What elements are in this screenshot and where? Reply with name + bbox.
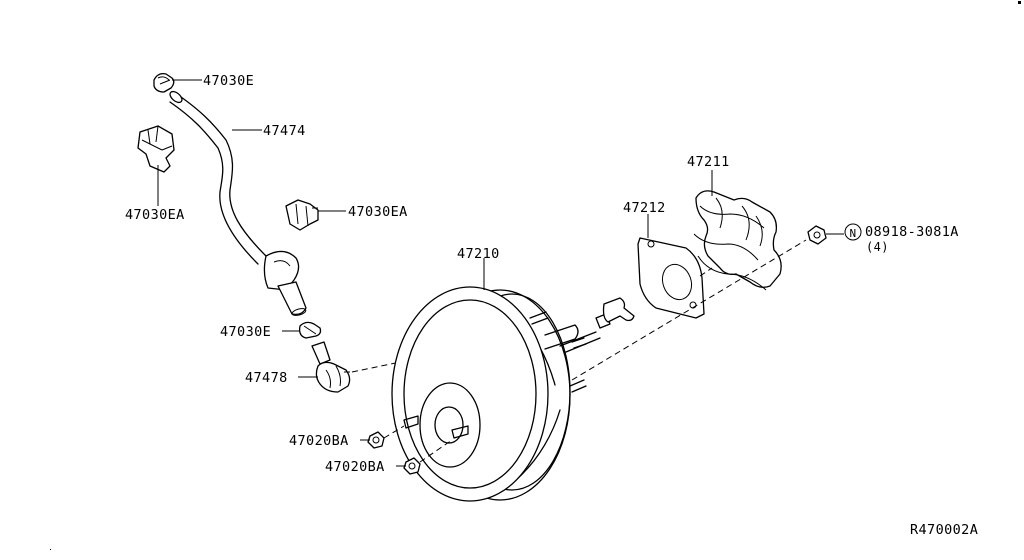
clamp-top-part[interactable] (153, 72, 175, 93)
check-valve-part[interactable] (311, 341, 351, 393)
label-nut-lower: 47020BA (325, 459, 385, 475)
dash-gasket-to-seal (699, 267, 713, 277)
brake-booster-part[interactable] (391, 286, 635, 502)
dash-nut-upper (383, 425, 405, 439)
label-check-valve: 47478 (245, 370, 288, 386)
vacuum-hose-part[interactable] (168, 89, 307, 316)
clip-left-part[interactable] (137, 125, 175, 173)
label-flange-nut-qty: (4) (866, 240, 889, 254)
label-clamp-top: 47030E (203, 73, 254, 89)
label-clip-left: 47030EA (125, 207, 185, 223)
label-seal: 47211 (687, 154, 730, 170)
label-booster: 47210 (457, 246, 500, 262)
n-symbol-letter: N (849, 227, 856, 240)
label-hose: 47474 (263, 123, 306, 139)
seal-part[interactable] (693, 190, 782, 291)
dash-nut-lower (419, 439, 453, 463)
clip-right-part[interactable] (285, 199, 319, 231)
label-gasket: 47212 (623, 200, 666, 216)
corner-mark (1018, 1, 1021, 4)
flange-nut-part[interactable] (807, 225, 827, 245)
label-clip-right: 47030EA (348, 204, 408, 220)
nut-lower-part[interactable] (403, 457, 421, 475)
n-symbol-icon: N (844, 223, 862, 241)
label-flange-nut: 08918-3081A (865, 224, 959, 240)
corner-dot (50, 549, 51, 550)
label-nut-upper: 47020BA (289, 433, 349, 449)
label-clamp-lower: 47030E (220, 324, 271, 340)
gasket-part[interactable] (637, 237, 705, 319)
clamp-lower-part[interactable] (298, 321, 322, 339)
nut-upper-part[interactable] (367, 431, 385, 449)
diagram-id: R470002A (910, 522, 978, 538)
dash-booster-to-nut (571, 239, 807, 381)
